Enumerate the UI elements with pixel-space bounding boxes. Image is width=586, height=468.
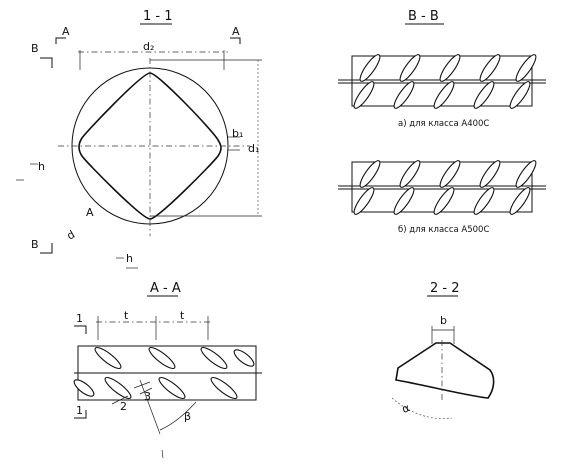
section-b-b-title: B - B <box>408 9 439 24</box>
rib <box>509 187 531 215</box>
point-a-label: A <box>86 206 94 219</box>
cut-arrow-right <box>230 37 241 44</box>
rib <box>479 54 501 82</box>
rib <box>94 346 122 370</box>
rib-profile <box>395 342 495 399</box>
cut-mark-1-bottom: 1 <box>76 404 83 417</box>
bar-outline <box>351 161 533 213</box>
pitch-t-label-2: t <box>180 309 185 322</box>
pitch-t-label-1: t <box>124 309 129 322</box>
section-1-1-title: 1 - 1 <box>143 9 173 24</box>
cut-mark-b-top: B <box>31 42 39 55</box>
rib <box>104 376 132 400</box>
bar-outline <box>351 55 533 107</box>
rib <box>210 376 238 400</box>
dim-b1-label: b₁ <box>232 127 243 140</box>
alpha-arc <box>391 397 453 419</box>
rib <box>509 81 531 109</box>
rib <box>353 187 375 215</box>
alpha-label: α <box>400 401 411 416</box>
rib <box>439 54 461 82</box>
rib <box>515 54 537 82</box>
rib <box>473 187 495 215</box>
section-b-b: B - B а) для класса А400С б) для класса … <box>338 9 546 235</box>
rib <box>233 349 255 367</box>
leader-3 <box>139 387 153 395</box>
rib <box>158 376 186 400</box>
section-1-1: 1 - 1 A A B B d₂ d₁ b₁ h <box>16 9 262 269</box>
bar-variant-a <box>338 54 546 109</box>
diameter-d-label: d <box>65 228 78 243</box>
section-a-a-title: A - A <box>150 281 181 296</box>
cut-1-top-arrow <box>74 325 87 334</box>
rib <box>479 160 501 188</box>
section-2-2: 2 - 2 b α <box>391 281 495 419</box>
rib <box>433 187 455 215</box>
cut-1-bottom-arrow <box>74 410 87 419</box>
caption-class-a400c: а) для класса А400С <box>398 119 489 129</box>
section-2-2-title: 2 - 2 <box>430 281 460 296</box>
cut-mark-a-left: A <box>62 25 70 38</box>
leader-2 <box>111 395 129 405</box>
rib <box>399 54 421 82</box>
cut-arrow-left <box>55 37 66 44</box>
rib <box>399 160 421 188</box>
rib <box>73 379 95 397</box>
dim-h-bottom-label: h <box>126 252 133 265</box>
dim-d1-label: d₁ <box>248 142 259 155</box>
rib <box>473 81 495 109</box>
dim-h-left-label: h <box>38 160 45 173</box>
cut-mark-b-bottom: B <box>31 238 39 251</box>
beta-leader <box>139 379 161 435</box>
rib <box>439 160 461 188</box>
rib <box>393 81 415 109</box>
beta-tick <box>161 449 164 459</box>
rib <box>393 187 415 215</box>
ribs-group <box>73 346 255 400</box>
label-3: 3 <box>144 390 151 403</box>
bar-core-profile <box>78 72 222 220</box>
cut-b-bottom-arrow <box>40 243 53 254</box>
beta-arc <box>159 401 197 431</box>
rib <box>359 160 381 188</box>
beta-label: β <box>184 410 191 423</box>
label-2: 2 <box>120 400 127 413</box>
ribs-group <box>353 54 537 109</box>
rib <box>359 54 381 82</box>
bar-variant-b <box>338 160 546 215</box>
cut-mark-1-top: 1 <box>76 312 83 325</box>
dim-b-label: b <box>440 314 447 327</box>
rib <box>353 81 375 109</box>
section-a-a: A - A 1 1 t t 2 3 β <box>73 281 262 459</box>
cut-b-top-arrow <box>40 57 53 68</box>
dim-d2-label: d₂ <box>143 40 154 53</box>
caption-class-a500c: б) для класса А500С <box>398 225 489 235</box>
ribs-group <box>353 160 537 215</box>
cut-mark-a-right: A <box>232 25 240 38</box>
rib <box>515 160 537 188</box>
rib <box>433 81 455 109</box>
rib <box>200 346 228 370</box>
rib <box>148 346 176 370</box>
